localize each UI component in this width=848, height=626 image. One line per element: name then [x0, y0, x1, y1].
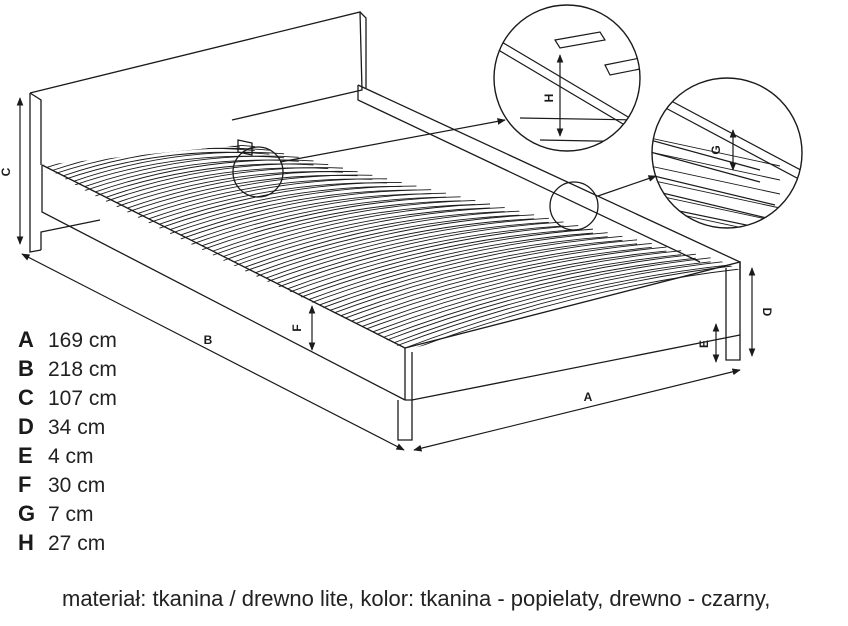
slat-line [372, 257, 696, 337]
leader-h [279, 118, 506, 163]
slat-line [383, 261, 711, 342]
dim-letter-e: E [697, 340, 711, 348]
detail-marker-h [232, 146, 284, 198]
detail-slat-line [652, 165, 781, 195]
legend-row-g: G 7 cm [18, 501, 117, 530]
detail-slat-line [652, 151, 781, 181]
footboard [404, 261, 741, 401]
slat-line [42, 143, 241, 170]
slat-line [105, 163, 329, 198]
dim-letter-c: C [0, 167, 13, 176]
headboard [29, 11, 367, 253]
dim-letter-d: D [760, 308, 774, 317]
legend-row-b: B 218 cm [18, 356, 117, 385]
slat-line [73, 151, 285, 182]
slat-line [201, 200, 461, 251]
slat-line [394, 260, 726, 344]
material-caption: materiał: tkanina / drewno lite, kolor: … [62, 586, 771, 611]
dim-letter-a: A [584, 390, 593, 404]
dim-letter-f: F [290, 324, 304, 331]
slat-line [404, 268, 740, 350]
legend-value: 30 cm [48, 474, 106, 497]
legend-key: D [18, 414, 34, 439]
slat-line [127, 170, 358, 209]
slat-line [169, 185, 417, 231]
slat-line [84, 155, 299, 187]
slat-line [137, 174, 373, 214]
legend-key: H [18, 530, 34, 555]
slat-line [191, 196, 446, 245]
dimension-lines [16, 97, 756, 452]
legend-value: 27 cm [48, 532, 106, 555]
slat-line [223, 203, 491, 257]
slat-base [42, 139, 740, 350]
slat-line [234, 207, 505, 263]
detail-slat-line [652, 179, 781, 209]
detail-slat-line [652, 137, 781, 167]
slat-line [212, 199, 476, 252]
legend-value: 4 cm [48, 445, 94, 468]
legend-key: F [18, 472, 32, 497]
detail-slat-line [652, 193, 781, 223]
center-beam [237, 139, 253, 156]
legend-value: 107 cm [48, 387, 117, 410]
legend-value: 218 cm [48, 358, 117, 381]
legend-value: 169 cm [48, 329, 117, 352]
slat-line [180, 193, 432, 240]
dim-letter-b: B [204, 333, 213, 347]
legend-key: B [18, 356, 34, 381]
legend-row-c: C 107 cm [18, 385, 117, 414]
detail-g-letter: G [709, 145, 723, 154]
detail-h-letter: H [542, 94, 556, 103]
legend-key: A [18, 327, 34, 352]
slat-line [394, 264, 726, 348]
slat-line [223, 207, 491, 261]
legend-row-e: E 4 cm [18, 443, 117, 472]
legend-row-f: F 30 cm [18, 472, 117, 501]
detail-marker-g [549, 181, 599, 231]
slat-line [169, 189, 417, 235]
slat-line [159, 186, 402, 229]
legend-row-d: D 34 cm [18, 414, 117, 443]
slat-line [159, 182, 402, 225]
slat-line [201, 196, 461, 247]
leader-g [597, 175, 657, 197]
detail-zoom-h: H [493, 4, 641, 152]
legend-row-a: A 169 cm [18, 327, 117, 356]
slat-line [116, 167, 343, 204]
legend-key: G [18, 501, 36, 526]
legend-row-h: H 27 cm [18, 530, 117, 559]
slat-line [404, 264, 740, 349]
slat-line [372, 253, 696, 333]
slat-line [212, 203, 476, 256]
slat-line [95, 159, 314, 193]
detail-g-slats [652, 137, 781, 228]
slat-line [191, 192, 446, 241]
slat-line [148, 178, 388, 220]
legend-value: 34 cm [48, 416, 106, 439]
slat-line [383, 257, 711, 338]
detail-zoom-g: G [651, 77, 803, 229]
dimension-legend: A 169 cm B 218 cm C 107 cm D 34 cm E 4 c… [18, 327, 117, 559]
slat-line [180, 189, 432, 236]
detail-slat-line [652, 207, 781, 228]
slat-line [148, 182, 388, 224]
legend-key: E [18, 443, 33, 468]
legend-value: 7 cm [48, 503, 94, 526]
legend-key: C [18, 385, 34, 410]
